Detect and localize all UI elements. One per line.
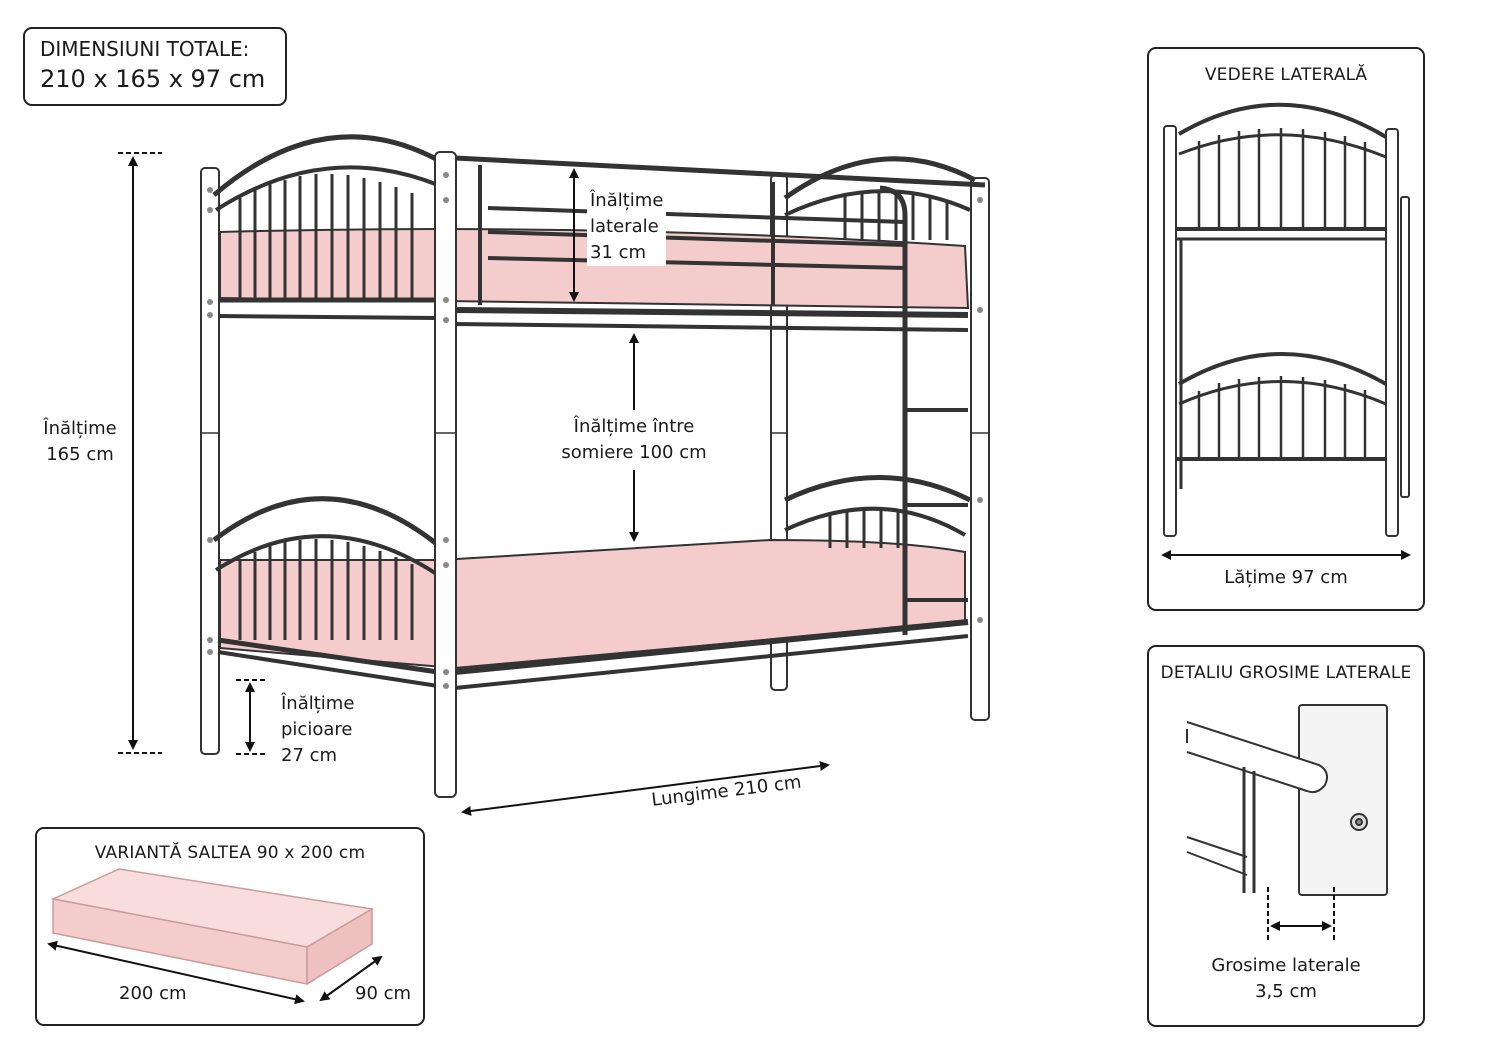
side-view-box: VEDERE LATERALĂ [1147,47,1425,611]
overall-dimensions-value: 210 x 165 x 97 cm [40,65,266,93]
detail-drawing [1186,704,1388,942]
side-view-width-label: Lățime 97 cm [1224,567,1348,588]
mattress-drawing [47,868,383,1005]
side-view-title: VEDERE LATERALĂ [1204,65,1368,85]
detail-title: DETALIU GROSIME LATERALE [1160,663,1412,683]
detail-box: DETALIU GROSIME LATERALE Grosime lateral… [1147,645,1425,1027]
mattress-width-label: 90 cm [355,983,412,1004]
overall-dimensions-title: DIMENSIUNI TOTALE: [40,37,250,61]
between-height-label: Înălțime între somiere 100 cm [561,416,707,463]
overall-dimensions-box: DIMENSIUNI TOTALE: 210 x 165 x 97 cm [23,27,287,106]
mattress-length-label: 200 cm [119,983,187,1004]
side-view-drawing [1161,102,1411,560]
mattress-title: VARIANTĂ SALTEA 90 x 200 cm [94,843,366,863]
total-height-label: Înălțime 165 cm [43,418,117,465]
mattress-box: VARIANTĂ SALTEA 90 x 200 cm 200 cm 90 cm [35,827,425,1026]
side-height-label: Înălțime laterale 31 cm [587,188,667,266]
detail-thickness-label: Grosime laterale 3,5 cm [1211,955,1361,1002]
leg-height-label: Înălțime picioare 27 cm [281,693,355,766]
